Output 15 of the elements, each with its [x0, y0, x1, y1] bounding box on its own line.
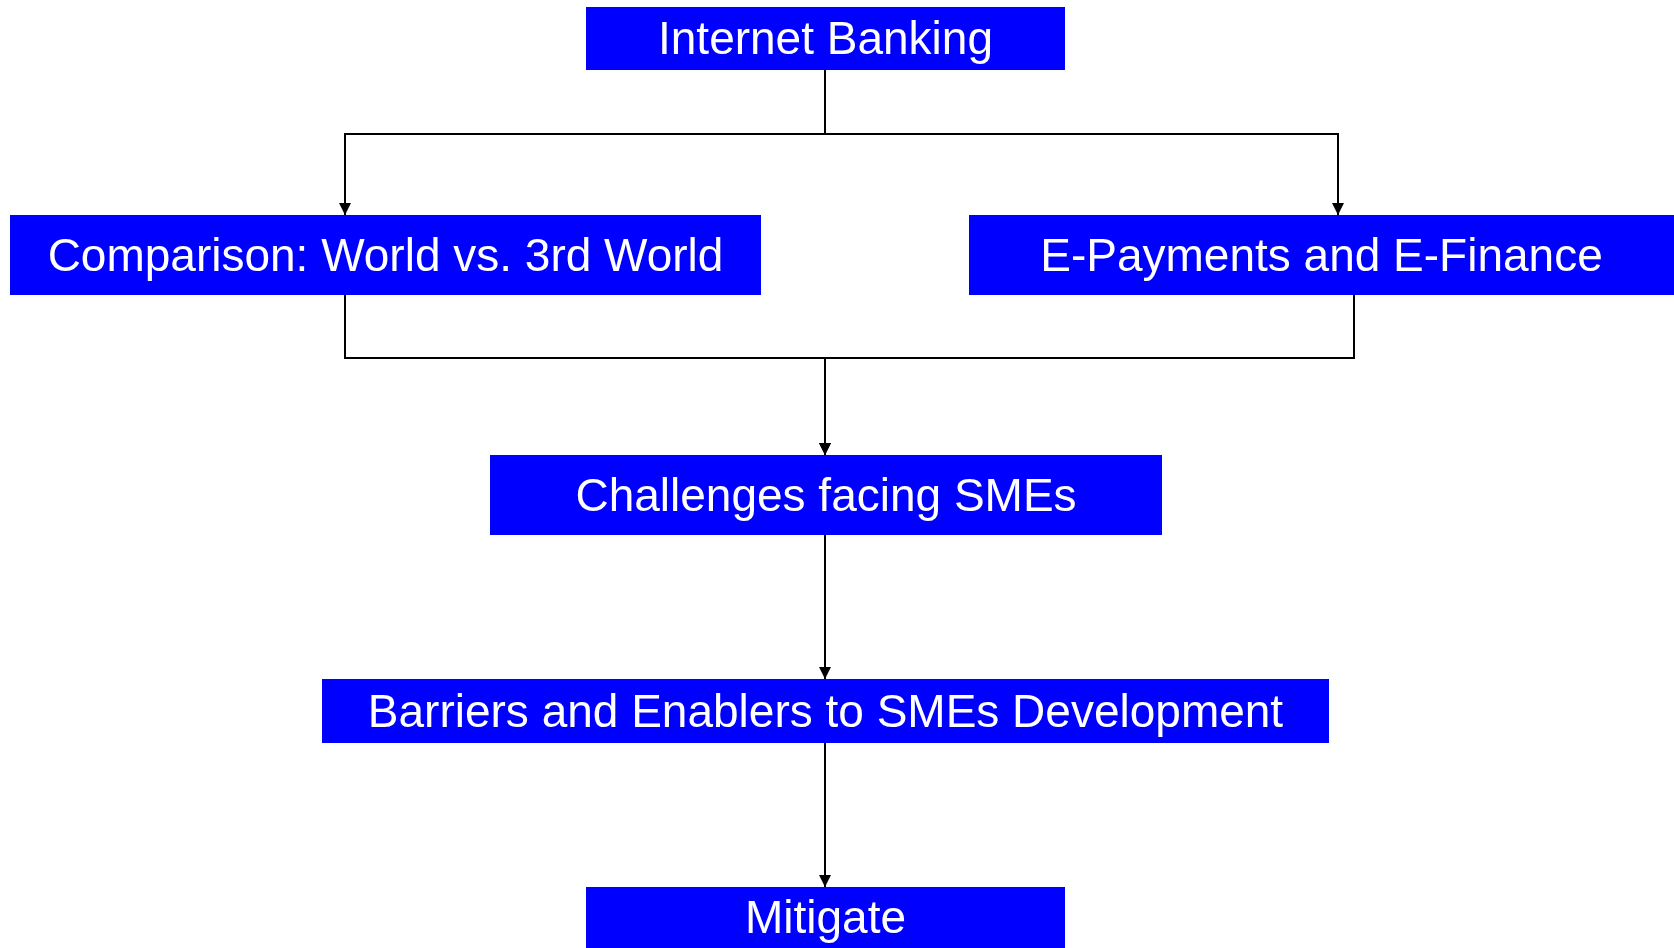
process-box — [969, 215, 1674, 295]
process-box — [586, 887, 1065, 948]
box-label: Mitigate — [744, 893, 907, 942]
arrow — [819, 534, 831, 680]
box-label: Comparison: World vs. 3rd World — [47, 230, 724, 280]
process-box — [10, 215, 761, 295]
arrow — [819, 294, 1355, 456]
process-box — [490, 455, 1162, 535]
box-label: E-Payments and E-Finance — [1040, 230, 1603, 280]
process-box — [322, 679, 1329, 743]
box-label: Challenges facing SMEs — [575, 470, 1077, 520]
box-label: Internet Banking — [658, 14, 993, 63]
arrow — [819, 742, 831, 888]
box-label: Barriers and Enablers to SMEs Development — [367, 686, 1284, 736]
process-box — [586, 7, 1065, 70]
